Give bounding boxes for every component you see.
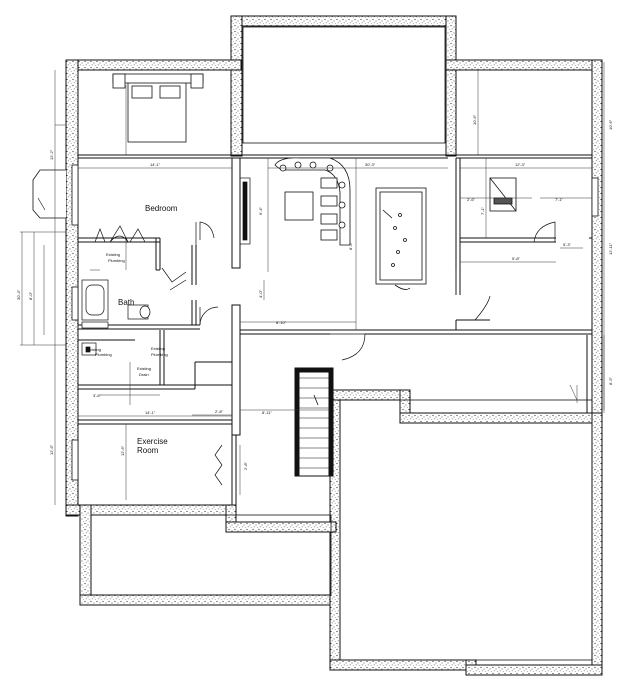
dim-exercise-height-inner: 12'-6" (120, 445, 125, 456)
wall-crawl-bottom (79, 594, 341, 606)
room-label-exercise: Exercise (137, 437, 168, 446)
dim-rec-width: 30'-3" (365, 162, 376, 167)
wall-crawl-left (79, 504, 92, 606)
bar-counter-icon (274, 157, 351, 246)
wall-stair-bottom2 (225, 521, 337, 533)
dim-misc-6: 4'-0" (258, 289, 263, 298)
table-icon (284, 191, 314, 221)
wall-garage-bottom (329, 659, 477, 671)
dim-misc-4: 6'-4" (258, 206, 263, 215)
wall-garage-top (329, 389, 411, 401)
dim-exercise-height: 12'-6" (49, 444, 54, 455)
dim-misc-3: 2'-8" (215, 409, 224, 414)
note-existing-plumbing-3: Existing (151, 346, 165, 351)
dim-misc-1: 2'-6" (467, 197, 476, 202)
note-existing-plumbing-1: Existing (106, 252, 120, 257)
staircase (294, 367, 334, 477)
pool-table-icon (375, 187, 427, 290)
dim-misc-5: 8'-5" (348, 241, 353, 250)
wall-top-bump (230, 15, 457, 27)
note-existing-plumbing-3b: Plumbing (151, 352, 168, 357)
wall-top-bump-left (230, 15, 243, 157)
wall-top-left (65, 59, 242, 71)
room-label-exercise-room: Room (137, 446, 159, 455)
wall-garage-step-top (399, 412, 603, 424)
dim-stair-gap: 8'-11" (262, 410, 272, 415)
dim-left-overall: 30'-4" (16, 289, 21, 300)
vanity-icon (81, 321, 109, 329)
bath-fixtures (81, 279, 151, 356)
dimension-lines (20, 62, 605, 505)
wall-top-right (445, 59, 603, 71)
dim-right-top-height: 10'-6" (608, 119, 613, 130)
dim-hall-width: 8'-10" (276, 320, 287, 325)
note-existing-drain: Existing (137, 366, 151, 371)
plumbing-notes: Existing Plumbing Existing Plumbing Exis… (87, 252, 168, 377)
dim-bedroom-width: 14'-1" (150, 162, 161, 167)
wall-garage-bottom-right (465, 664, 603, 676)
dim-right-lower-height: 8'-5" (608, 376, 613, 385)
dim-exercise-closet: 2'-8" (243, 461, 248, 470)
dim-closet-depth: 7'-1" (555, 197, 564, 202)
dim-right-side-height: 12'-11" (608, 242, 613, 255)
dim-misc-2: 3'-6" (93, 393, 102, 398)
wall-top-bump-right (445, 15, 457, 157)
wall-garage-right (591, 412, 603, 676)
note-existing-plumbing-1b: Plumbing (108, 258, 125, 263)
dim-right-top-width: 10'-6" (472, 114, 477, 125)
note-existing-plumbing-2: Existing (87, 347, 101, 352)
dim-right-room-width: 5'-8" (512, 256, 521, 261)
room-label-bath: Bath (118, 298, 134, 307)
wall-right-upper (591, 59, 603, 426)
note-existing-plumbing-2b: Plumbing (95, 352, 112, 357)
dim-right-mid-width: 12'-3" (515, 162, 526, 167)
dim-bedroom-height: 12'-2" (49, 149, 54, 160)
dim-closet-small: 5'-3" (563, 242, 572, 247)
dimension-labels: 14'-1" 14'-1" 30'-3" 12'-3" 5'-8" 8'-10"… (16, 114, 613, 470)
dim-bath-height: 8'-0" (28, 291, 33, 300)
room-labels: Bedroom Bath Exercise Room (118, 204, 178, 455)
note-existing-drain-b: Drain (139, 372, 149, 377)
bed-icon (112, 73, 204, 143)
dim-exercise-width: 14'-1" (145, 410, 156, 415)
doors (94, 177, 556, 486)
room-label-bedroom: Bedroom (145, 204, 178, 213)
dim-closet-depth-vert: 7'-1" (480, 206, 485, 215)
